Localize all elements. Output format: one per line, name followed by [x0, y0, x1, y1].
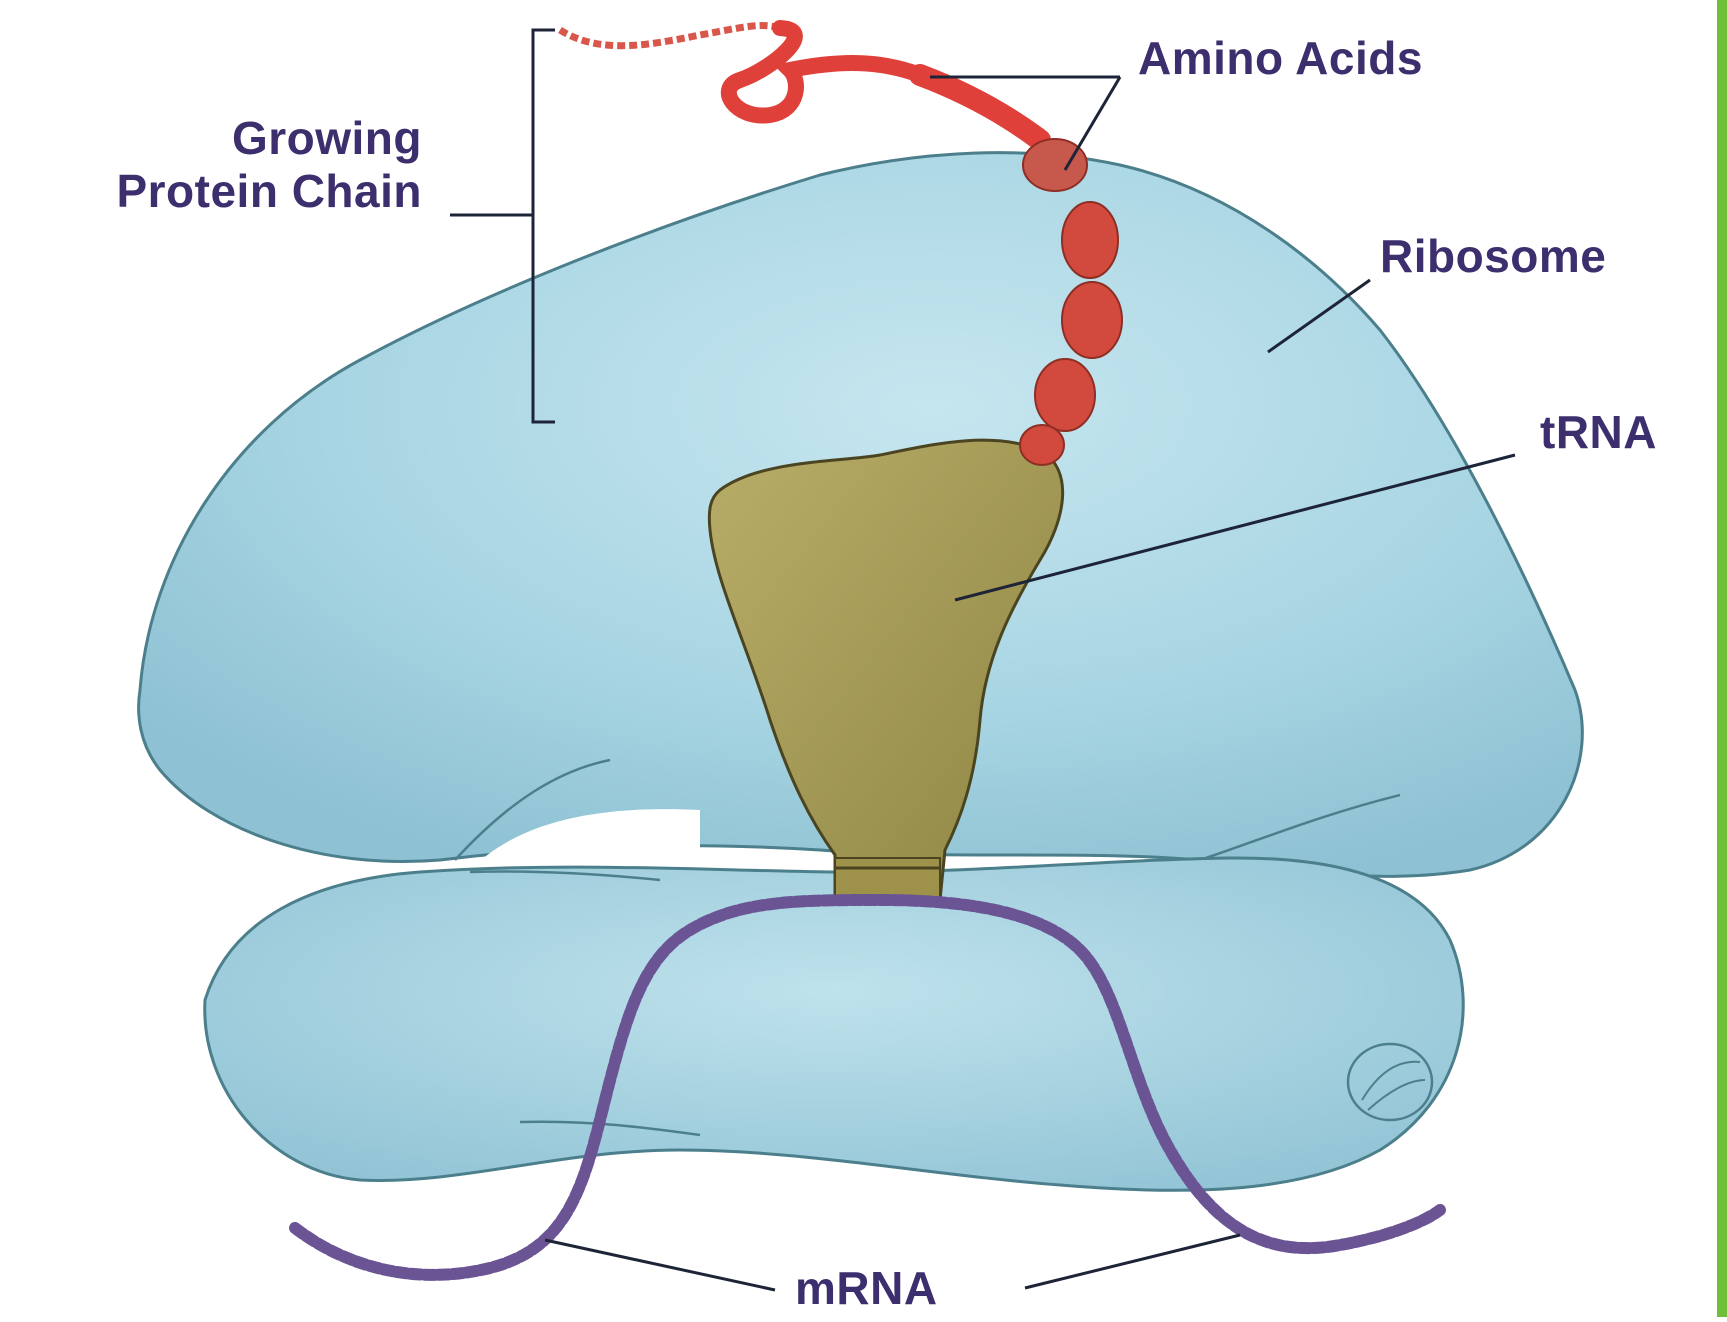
- mrna-leader-left: [545, 1240, 775, 1290]
- mrna-label: mRNA: [795, 1262, 938, 1315]
- amino-acids-leader-diag: [1065, 77, 1120, 170]
- ribosome-label: Ribosome: [1380, 230, 1606, 283]
- ribosome-small-subunit: [205, 858, 1463, 1190]
- protein-chain-tail: [560, 26, 780, 46]
- amino-acids-label: Amino Acids: [1138, 32, 1423, 85]
- amino-acid-bead: [1062, 202, 1118, 278]
- protein-chain-coil: [729, 28, 920, 116]
- growing-protein-chain-label: Growing Protein Chain: [10, 112, 422, 218]
- growing-protein-chain-line2: Protein Chain: [10, 165, 422, 218]
- right-edge-strip: [1717, 0, 1727, 1317]
- amino-acid-bead: [1035, 359, 1095, 431]
- mrna-leader-right: [1025, 1235, 1240, 1288]
- amino-acid-bead: [1020, 425, 1064, 465]
- trna-label: tRNA: [1540, 406, 1657, 459]
- amino-acid-bead: [1062, 282, 1122, 358]
- protein-chain-segment: [920, 75, 1040, 140]
- growing-protein-chain-line1: Growing: [10, 112, 422, 165]
